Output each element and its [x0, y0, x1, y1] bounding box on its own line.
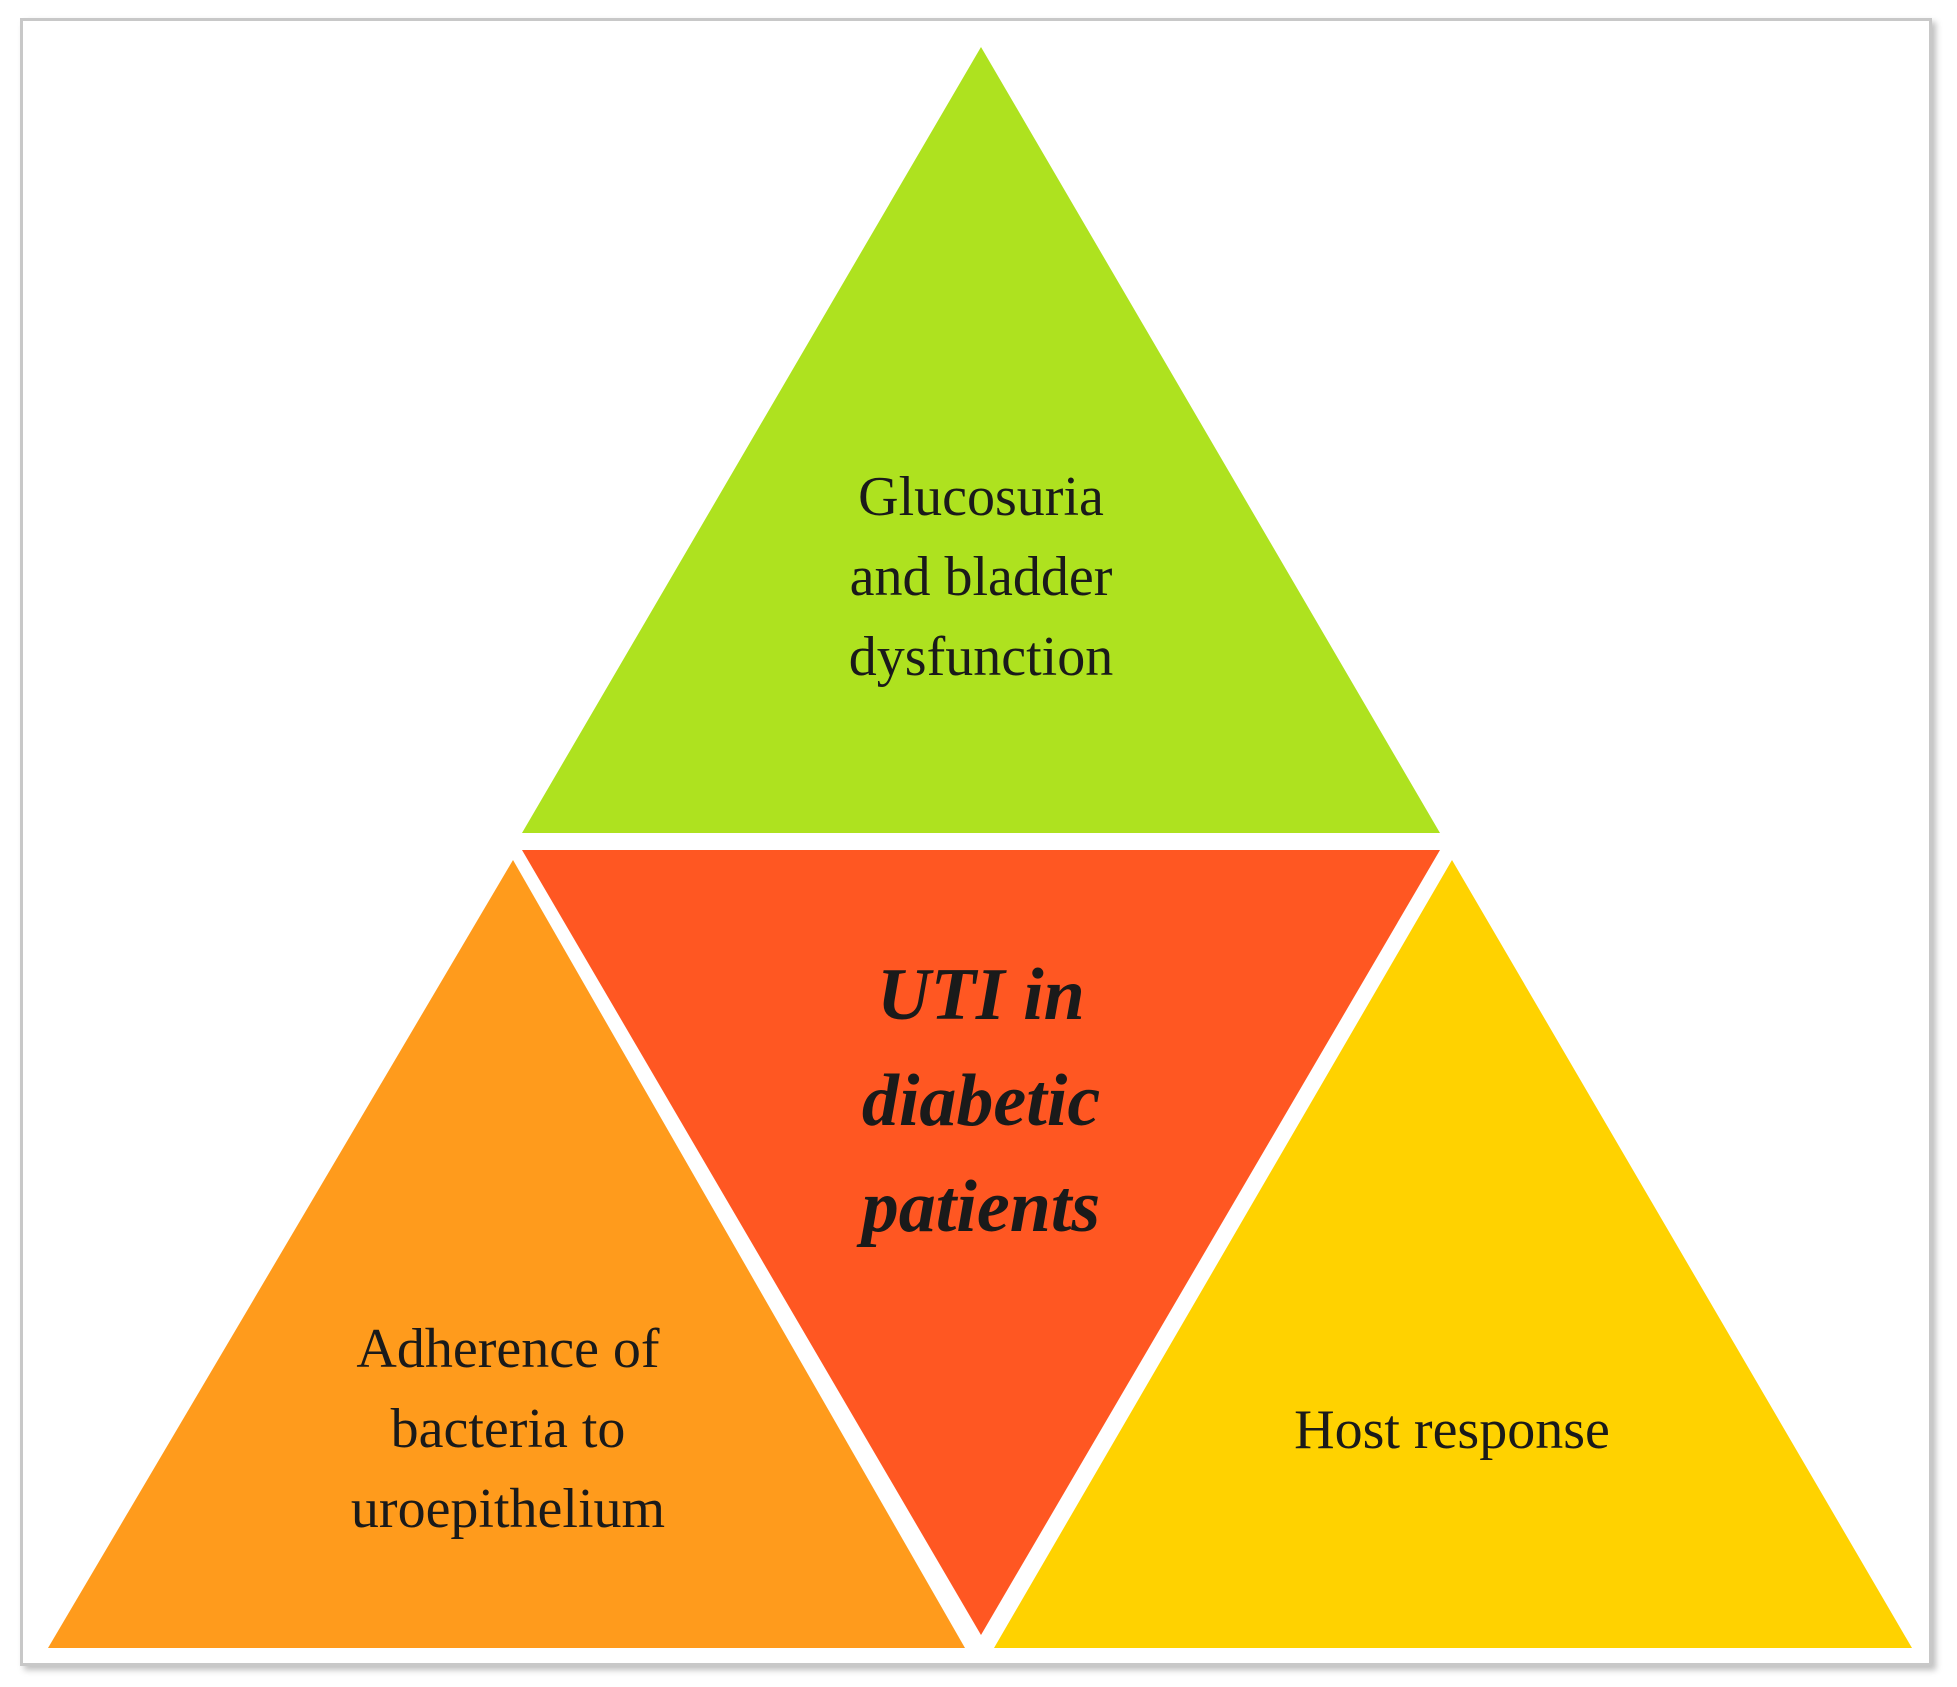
left-triangle — [48, 860, 965, 1648]
right-label: Host response — [1202, 1390, 1702, 1470]
top-label-line-3: dysfunction — [848, 626, 1114, 688]
center-label-line-2: diabetic — [861, 1060, 1101, 1142]
top-triangle — [522, 47, 1440, 833]
center-label: UTI in diabetic patients — [731, 942, 1231, 1260]
center-label-line-3: patients — [861, 1166, 1101, 1248]
left-label: Adherence of bacteria to uroepithelium — [258, 1309, 758, 1549]
left-label-line-1: Adherence of — [356, 1318, 660, 1380]
center-triangle — [522, 850, 1440, 1635]
left-label-line-3: uroepithelium — [350, 1478, 666, 1540]
right-label-line-1: Host response — [1294, 1399, 1610, 1461]
top-label: Glucosuria and bladder dysfunction — [731, 457, 1231, 697]
top-label-line-2: and bladder — [849, 546, 1113, 608]
center-label-line-1: UTI in — [877, 954, 1085, 1036]
left-label-line-2: bacteria to — [390, 1398, 626, 1460]
right-triangle — [994, 860, 1912, 1648]
top-label-line-1: Glucosuria — [858, 466, 1104, 528]
